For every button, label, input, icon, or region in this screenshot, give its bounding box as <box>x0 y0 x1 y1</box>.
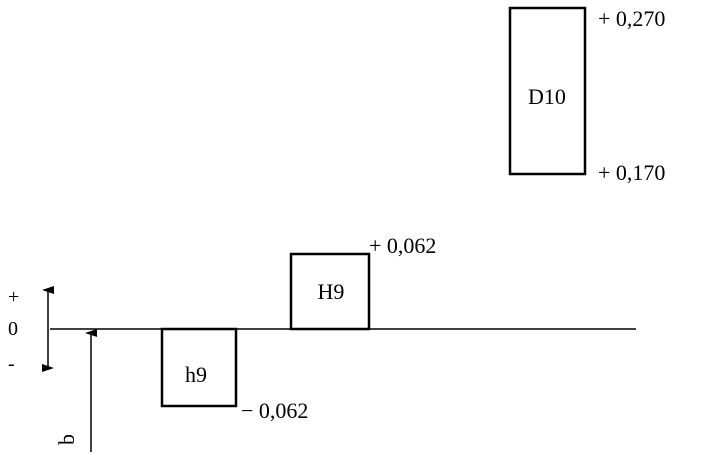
tolerance-zone-h9-shaft <box>160 327 238 408</box>
zero-label: 0 <box>8 318 18 340</box>
zone-label-h9-shaft: h9 <box>185 362 207 387</box>
zone-label-h9-hole: H9 <box>318 279 345 304</box>
deviation-lower-d10: + 0,170 <box>598 160 665 185</box>
plus-sign: + <box>8 286 19 308</box>
basic-size-label: b <box>54 434 79 445</box>
zone-label-d10: D10 <box>528 84 566 109</box>
deviation-upper-h9-hole: + 0,062 <box>369 233 436 258</box>
tolerance-zone-d10 <box>508 6 587 176</box>
tolerance-zone-h9-hole <box>289 252 371 331</box>
deviation-lower-h9-shaft: − 0,062 <box>241 398 308 423</box>
minus-sign: - <box>8 353 15 375</box>
deviation-upper-d10: + 0,270 <box>598 6 665 31</box>
